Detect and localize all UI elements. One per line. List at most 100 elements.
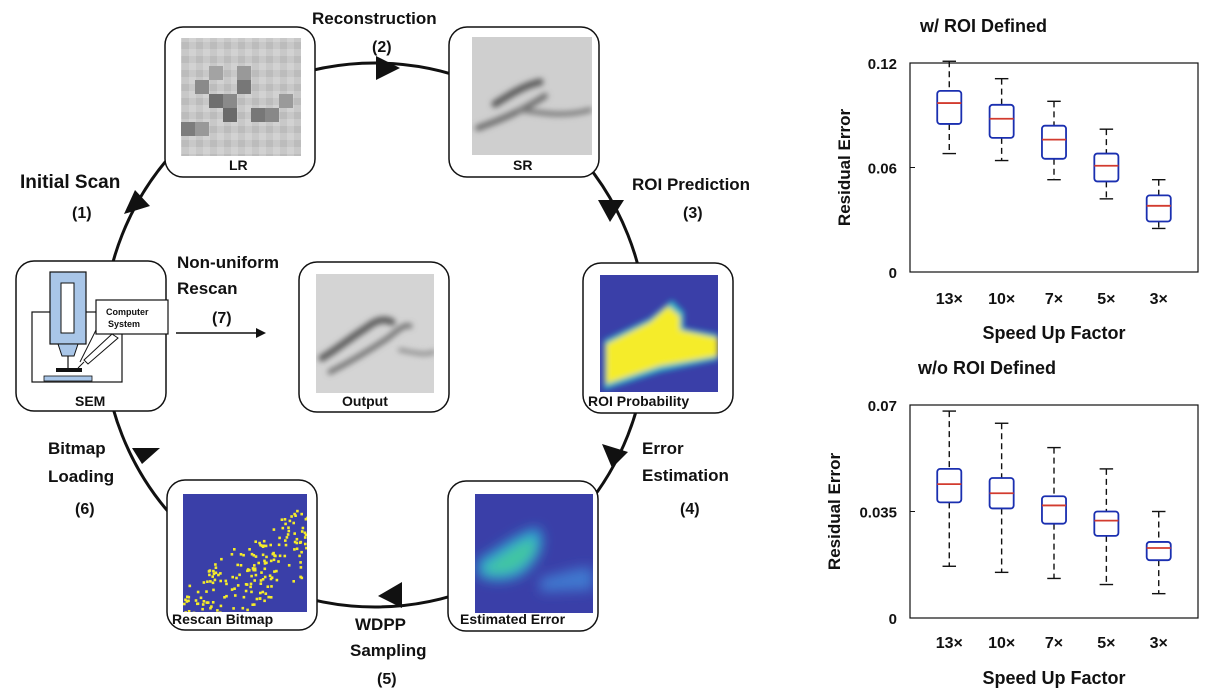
bitmap-dot: [284, 522, 287, 526]
bitmap-dot: [277, 543, 281, 547]
rescan-arrow: [176, 328, 266, 338]
bitmap-dot: [212, 569, 215, 573]
bitmap-dot: [253, 564, 256, 567]
tile-sem: Computer System SEM: [15, 260, 169, 412]
sr-image: [472, 37, 592, 155]
bitmap-dot: [304, 533, 307, 537]
bitmap-dot: [259, 591, 262, 595]
arrowhead-roi-prediction: [598, 200, 624, 222]
bitmap-dot: [250, 552, 254, 556]
bitmap-dot: [264, 592, 268, 595]
tile-sr-label: SR: [513, 157, 532, 173]
x-tick-label: 10×: [988, 291, 1015, 308]
bitmap-dot: [211, 575, 214, 578]
iqr-box: [1093, 510, 1120, 537]
bitmap-dot: [244, 589, 248, 593]
bitmap-dot: [304, 517, 307, 521]
sem-schematic: Computer System: [31, 271, 169, 383]
box-10×: [988, 77, 1015, 162]
box-13×: [936, 60, 963, 155]
bitmap-dot: [301, 526, 305, 530]
bitmap-dot: [251, 567, 255, 570]
bitmap-dot: [205, 590, 208, 593]
x-tick-label: 3×: [1150, 291, 1168, 308]
boxplot-without-roi: w/o ROI Defined00.0350.0713×10×7×5×3×Spe…: [825, 358, 1199, 688]
x-axis-label: Speed Up Factor: [982, 323, 1125, 343]
bitmap-dot: [230, 553, 234, 556]
y-tick-label: 0.07: [868, 398, 897, 415]
bitmap-dot: [251, 603, 254, 606]
step-initial-scan-number: (1): [72, 205, 92, 222]
step-reconstruction-number: (2): [372, 39, 392, 56]
tile-lr: LR: [164, 26, 316, 178]
bitmap-dot: [306, 516, 307, 520]
bitmap-dot: [183, 602, 186, 606]
x-tick-label: 7×: [1045, 291, 1063, 308]
bitmap-dot: [259, 579, 263, 582]
step-roi-prediction-label: ROI Prediction: [632, 175, 750, 194]
bitmap-dot: [249, 585, 252, 589]
bitmap-dot: [202, 600, 206, 603]
bitmap-dot: [232, 607, 235, 610]
bitmap-dot: [260, 571, 263, 574]
bitmap-dot: [254, 540, 257, 543]
bitmap-dot: [184, 611, 187, 612]
iqr-box: [1041, 124, 1067, 160]
bitmap-dot: [201, 607, 204, 611]
bitmap-dot: [212, 588, 215, 592]
bitmap-dot: [187, 595, 191, 599]
arrowhead-initial-scan: [124, 190, 150, 214]
bitmap-dot: [263, 562, 267, 565]
bitmap-dot: [265, 555, 268, 559]
chart-title: w/o ROI Defined: [917, 358, 1056, 378]
y-tick-label: 0: [889, 265, 897, 282]
tile-output-label: Output: [342, 393, 388, 409]
arrowhead-bitmap-loading: [132, 448, 160, 464]
bitmap-dot: [305, 546, 307, 550]
bitmap-dot: [274, 554, 277, 558]
bitmap-dot: [250, 590, 253, 594]
bitmap-dot: [263, 575, 267, 579]
bitmap-dot: [290, 515, 293, 518]
bitmap-dot: [269, 559, 273, 563]
bitmap-dot: [246, 608, 249, 612]
bitmap-dot: [281, 526, 285, 530]
bitmap-dot: [277, 560, 280, 563]
arrowhead-reconstruction: [376, 56, 400, 80]
step-bitmap-loading-number: (6): [75, 501, 95, 518]
bitmap-dot: [196, 602, 199, 606]
step-error-estimation-line1: Error: [642, 439, 684, 458]
bitmap-dot: [293, 540, 297, 544]
bitmap-dot: [259, 543, 262, 547]
bitmap-dot: [239, 553, 243, 556]
bitmap-dot: [209, 606, 212, 610]
bitmap-dot: [212, 572, 216, 576]
step-roi-prediction-number: (3): [683, 205, 703, 222]
bitmap-dot: [280, 518, 284, 521]
box-5×: [1093, 128, 1120, 200]
bitmap-dot: [187, 610, 191, 612]
tile-sr: SR: [448, 26, 600, 178]
cycle-arrowheads: [124, 56, 628, 608]
bitmap-dot: [230, 588, 234, 591]
box-5×: [1093, 468, 1120, 586]
bitmap-dot: [293, 512, 296, 516]
y-axis-label: Residual Error: [835, 109, 854, 227]
bitmap-dot: [184, 598, 187, 602]
bitmap-dot: [261, 553, 265, 557]
bitmap-dot: [219, 604, 223, 608]
roi-heatmap: [600, 275, 718, 392]
bitmap-dot: [255, 597, 259, 601]
chart-title: w/ ROI Defined: [919, 16, 1047, 36]
step-error-estimation-line2: Estimation: [642, 466, 729, 485]
bitmap-dot: [275, 569, 278, 573]
bitmap-dot: [208, 573, 211, 577]
bitmap-dot: [269, 596, 273, 599]
x-tick-label: 3×: [1150, 635, 1168, 652]
bitmap-dot: [196, 590, 200, 594]
bitmap-dot: [246, 569, 249, 573]
bitmap-dot: [285, 536, 289, 539]
bitmap-dot: [253, 579, 256, 582]
bitmap-dot: [299, 575, 302, 579]
x-tick-label: 13×: [936, 291, 963, 308]
